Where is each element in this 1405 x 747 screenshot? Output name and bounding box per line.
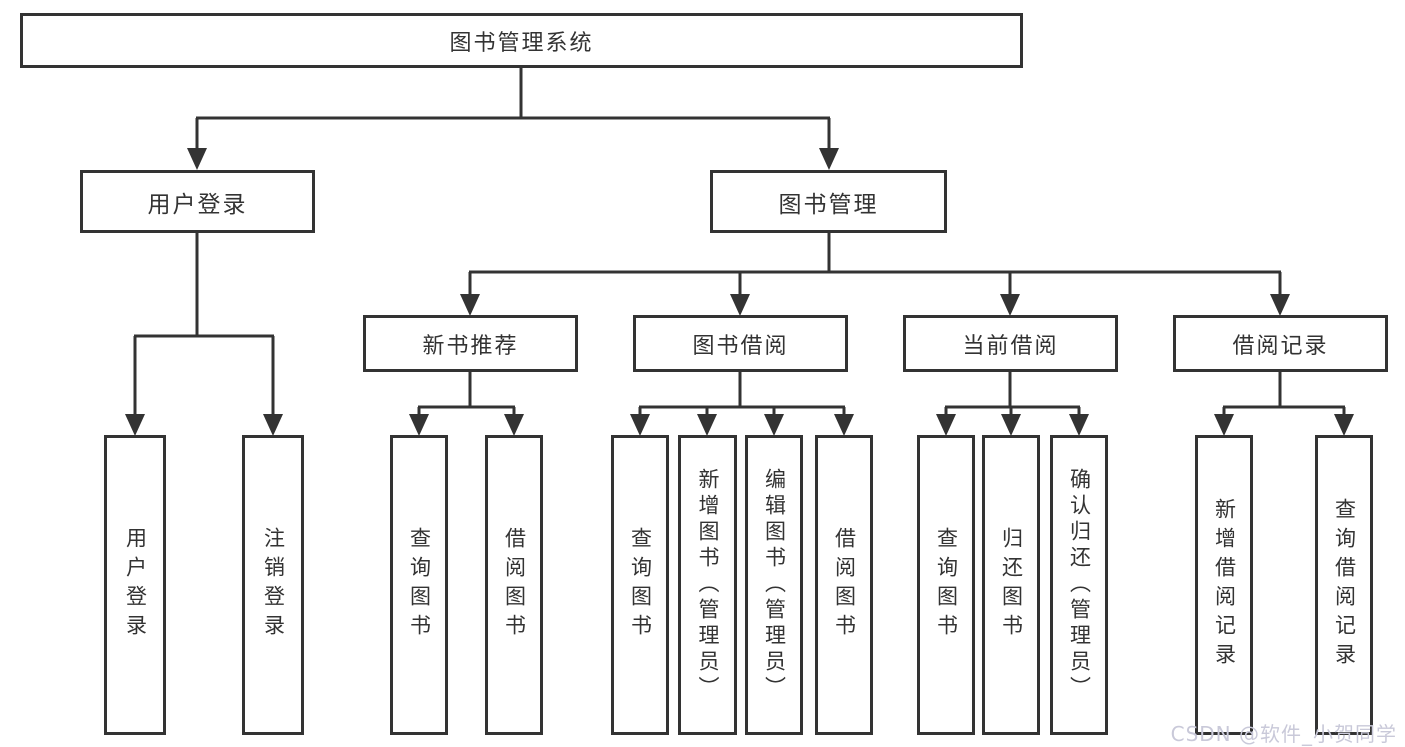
leaf-label: 归还图书 <box>999 527 1024 643</box>
leaf-label: 编辑图书（管理员） <box>762 468 787 702</box>
leaf-borrow-books-2: 借阅图书 <box>815 435 873 735</box>
leaf-label: 借阅图书 <box>502 527 527 643</box>
leaf-label: 用户登录 <box>123 527 148 643</box>
leaf-user-login: 用户登录 <box>104 435 166 735</box>
leaf-label: 确认归还（管理员） <box>1067 468 1092 702</box>
leaf-query-books-1: 查询图书 <box>390 435 448 735</box>
leaf-query-books-3: 查询图书 <box>917 435 975 735</box>
leaf-label: 借阅图书 <box>832 527 857 643</box>
node-book-management: 图书管理 <box>710 170 947 233</box>
leaf-borrow-books-1: 借阅图书 <box>485 435 543 735</box>
node-book-borrowing: 图书借阅 <box>633 315 848 372</box>
leaf-label: 查询图书 <box>934 527 959 643</box>
leaf-label: 新增借阅记录 <box>1212 498 1237 672</box>
node-borrowing-records: 借阅记录 <box>1173 315 1388 372</box>
node-new-book-recommend: 新书推荐 <box>363 315 578 372</box>
leaf-add-borrow-record: 新增借阅记录 <box>1195 435 1253 735</box>
node-current-borrowing: 当前借阅 <box>903 315 1118 372</box>
leaf-label: 新增图书（管理员） <box>696 468 720 702</box>
leaf-label: 查询图书 <box>628 527 653 643</box>
node-user-login: 用户登录 <box>80 170 315 233</box>
node-root: 图书管理系统 <box>20 13 1023 68</box>
leaf-label: 注销登录 <box>261 527 286 643</box>
leaf-label: 查询图书 <box>407 527 432 643</box>
connector-lines <box>133 66 1346 418</box>
leaf-query-books-2: 查询图书 <box>611 435 669 735</box>
csdn-watermark: CSDN @软件_小贺同学 <box>1170 722 1397 746</box>
leaf-return-books: 归还图书 <box>982 435 1040 735</box>
leaf-add-books-admin: 新增图书（管理员） <box>678 435 737 735</box>
leaf-logout: 注销登录 <box>242 435 304 735</box>
leaf-edit-books-admin: 编辑图书（管理员） <box>745 435 803 735</box>
leaf-query-borrow-record: 查询借阅记录 <box>1315 435 1373 735</box>
leaf-confirm-return-admin: 确认归还（管理员） <box>1050 435 1108 735</box>
leaf-label: 查询借阅记录 <box>1332 498 1357 672</box>
